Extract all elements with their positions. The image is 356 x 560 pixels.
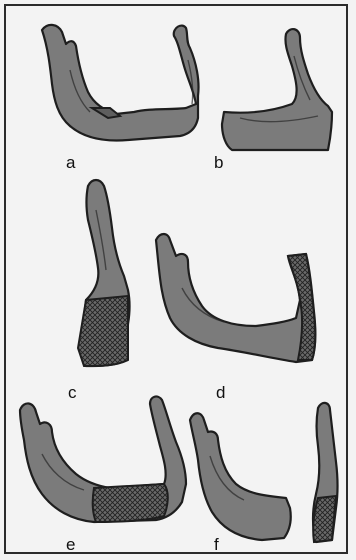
mandible-f-ramus bbox=[313, 403, 338, 542]
mandible-b bbox=[222, 29, 332, 150]
panel-label-d: d bbox=[216, 384, 225, 401]
mandible-c bbox=[78, 180, 130, 366]
panel-label-f: f bbox=[214, 536, 219, 553]
panel-label-a: a bbox=[66, 154, 75, 171]
mandible-f bbox=[190, 413, 291, 540]
panel-label-e: e bbox=[66, 536, 75, 553]
mandible-e bbox=[20, 397, 186, 522]
panel-label-b: b bbox=[214, 154, 223, 171]
mandible-d bbox=[156, 234, 315, 362]
panel-label-c: c bbox=[68, 384, 77, 401]
mandible-a bbox=[42, 25, 199, 141]
